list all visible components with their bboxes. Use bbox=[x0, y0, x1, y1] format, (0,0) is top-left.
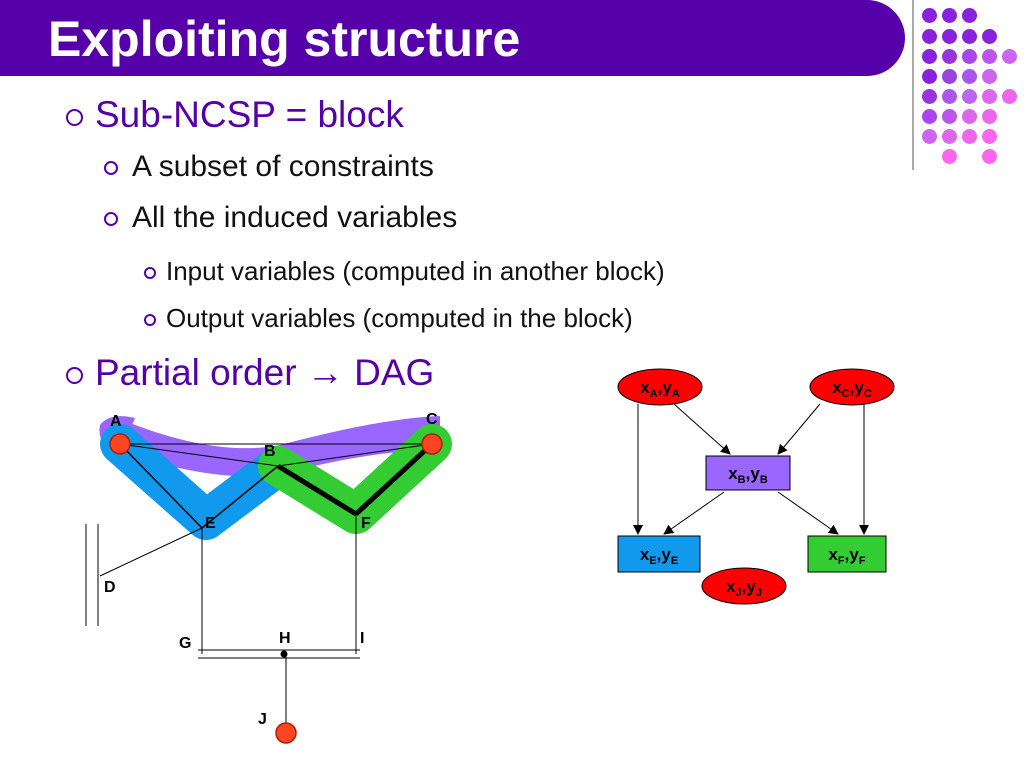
decorative-dot bbox=[942, 129, 957, 144]
decorative-dot bbox=[922, 49, 937, 64]
decorative-dot bbox=[962, 29, 977, 44]
decorative-dot bbox=[922, 109, 937, 124]
bullet-text: A subset of constraints bbox=[132, 150, 434, 183]
svg-text:xC,yC: xC,yC bbox=[832, 378, 872, 400]
decorative-dot bbox=[942, 8, 957, 23]
point-j bbox=[275, 722, 297, 744]
decorative-dot bbox=[982, 149, 997, 164]
decorative-dot bbox=[962, 49, 977, 64]
decorative-dot bbox=[942, 49, 957, 64]
bullet-text: Partial order bbox=[95, 352, 297, 393]
svg-text:xA,yA: xA,yA bbox=[640, 378, 680, 400]
bullet-text: All the induced variables bbox=[132, 201, 458, 234]
bullet-induced-variables: All the induced variables bbox=[104, 201, 457, 235]
bullet-text: Sub-NCSP = block bbox=[95, 94, 404, 135]
decorative-dot bbox=[982, 129, 997, 144]
decorative-dot bbox=[922, 29, 937, 44]
decorative-dot bbox=[942, 149, 957, 164]
point-label-c: C bbox=[426, 411, 438, 428]
point-label-a: A bbox=[110, 413, 122, 430]
decorative-dot bbox=[962, 129, 977, 144]
decorative-dot bbox=[942, 89, 957, 104]
decorative-dot bbox=[922, 129, 937, 144]
svg-text:xJ,yJ: xJ,yJ bbox=[726, 577, 762, 599]
decorative-dot bbox=[982, 109, 997, 124]
bullet-marker bbox=[66, 366, 83, 384]
bullet-marker bbox=[104, 212, 118, 227]
constraint-line-c-b bbox=[277, 443, 433, 467]
point-label-h: H bbox=[279, 630, 291, 647]
slide-title: Exploiting structure bbox=[48, 11, 521, 67]
decorative-dot bbox=[942, 109, 957, 124]
thick-line-b-f bbox=[276, 463, 358, 517]
bullet-marker bbox=[144, 314, 156, 327]
dag-node-b: xB,yB bbox=[705, 455, 791, 491]
decorative-dot bbox=[982, 49, 997, 64]
decorative-dot bbox=[942, 29, 957, 44]
decorative-dot bbox=[962, 69, 977, 84]
dag-node-e: xE,yE bbox=[617, 535, 701, 573]
bullet-subset-constraints: A subset of constraints bbox=[104, 150, 434, 184]
decorative-dot bbox=[962, 89, 977, 104]
bullet-input-variables: Input variables (computed in another blo… bbox=[144, 256, 665, 287]
bullet-marker bbox=[104, 161, 118, 176]
decorative-dot bbox=[922, 89, 937, 104]
blue-block bbox=[100, 424, 298, 540]
constraint-line-b-e bbox=[201, 465, 279, 529]
decorative-dot bbox=[982, 29, 997, 44]
dag-edge-b-e bbox=[663, 491, 725, 535]
decorative-dot bbox=[962, 109, 977, 124]
decorative-dot bbox=[1002, 89, 1017, 104]
bullet-partial-order: Partial order → DAG bbox=[66, 352, 434, 394]
bullet-text: Input variables (computed in another blo… bbox=[166, 256, 665, 286]
point-label-e: E bbox=[205, 515, 216, 532]
svg-text:xF,yF: xF,yF bbox=[828, 545, 865, 567]
decorative-dot bbox=[1002, 49, 1017, 64]
bullet-marker bbox=[144, 267, 156, 280]
point-label-d: D bbox=[104, 579, 116, 596]
decorative-dot bbox=[922, 8, 937, 23]
bullet-output-variables: Output variables (computed in the block) bbox=[144, 303, 633, 334]
dag-edge-c-b bbox=[777, 403, 821, 455]
point-c bbox=[421, 433, 443, 455]
constraint-line-a-b bbox=[119, 443, 279, 467]
right-arrow-icon: → bbox=[306, 352, 344, 393]
svg-text:xE,yE: xE,yE bbox=[640, 545, 678, 567]
decorative-dot bbox=[982, 89, 997, 104]
bullet-text: Output variables (computed in the block) bbox=[166, 303, 633, 333]
dag-node-f: xF,yF bbox=[807, 535, 887, 573]
point-label-g: G bbox=[179, 635, 191, 652]
constraint-line-a-e bbox=[119, 443, 203, 529]
decorative-dot bbox=[942, 69, 957, 84]
dag-node-j: xJ,yJ bbox=[701, 567, 787, 605]
decorative-dot bbox=[922, 69, 937, 84]
dag-edge-b-f bbox=[777, 491, 839, 535]
decorative-dot bbox=[982, 69, 997, 84]
bullet-marker bbox=[66, 108, 83, 126]
title-bar: Exploiting structure bbox=[0, 0, 905, 76]
svg-text:xB,yB: xB,yB bbox=[728, 464, 768, 486]
point-h bbox=[280, 650, 288, 658]
dag-edge-a-b bbox=[673, 403, 731, 455]
bullet-sub-ncsp: Sub-NCSP = block bbox=[66, 94, 404, 136]
constraint-line-d-e bbox=[99, 527, 203, 577]
point-label-f: F bbox=[361, 515, 371, 532]
thick-line-f-c bbox=[354, 442, 434, 516]
decorative-divider bbox=[912, 0, 914, 170]
decorative-dot bbox=[962, 8, 977, 23]
point-a bbox=[109, 433, 131, 455]
bullet-text: DAG bbox=[354, 352, 435, 393]
point-label-b: B bbox=[264, 443, 276, 460]
dag-node-c: xC,yC bbox=[809, 368, 895, 406]
point-label-i: I bbox=[360, 630, 364, 647]
dag-node-a: xA,yA bbox=[617, 368, 703, 406]
point-label-j: J bbox=[258, 711, 267, 728]
